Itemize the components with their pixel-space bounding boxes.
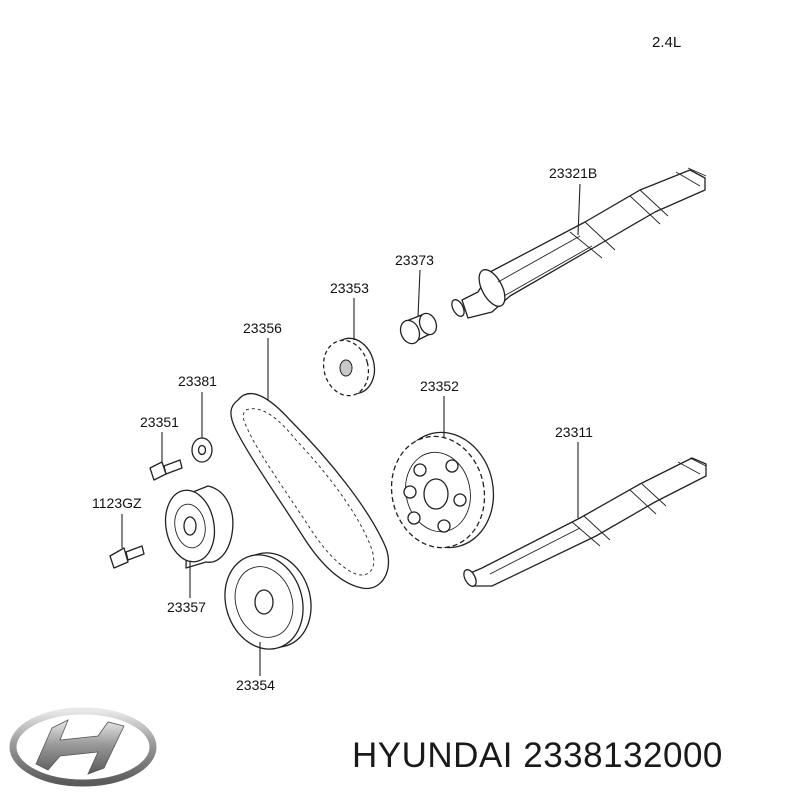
engine-variant-label: 2.4L: [652, 34, 682, 51]
label-23351: 23351: [140, 414, 179, 430]
label-23354: 23354: [236, 677, 275, 693]
label-23352: 23352: [420, 378, 459, 394]
bush-part: [399, 312, 438, 345]
label-23356: 23356: [243, 320, 282, 336]
balance-shaft-upper: [451, 167, 707, 319]
large-sprocket: [390, 431, 495, 549]
timing-belt: [230, 392, 390, 590]
hyundai-logo-icon: [9, 707, 157, 787]
tensioner-pulley: [164, 485, 234, 569]
label-23353: 23353: [330, 280, 369, 296]
washer-part: [191, 437, 213, 463]
label-1123gz: 1123GZ: [92, 495, 142, 511]
balance-shaft-lower: [463, 457, 707, 587]
leader-lines: [121, 183, 581, 676]
bolt-23351: [149, 459, 183, 481]
pulley-disc: [224, 552, 312, 650]
brand-part-caption: HYUNDAI 2338132000: [352, 736, 723, 775]
label-23381: 23381: [178, 373, 217, 389]
label-23373: 23373: [395, 252, 434, 268]
part-labels: 23321B 23373 23353 23356 23381 23352 233…: [92, 165, 597, 693]
label-23357: 23357: [167, 599, 206, 615]
label-23321b: 23321B: [549, 165, 597, 181]
bolt-1123gz: [109, 545, 145, 569]
label-23311: 23311: [555, 424, 593, 440]
small-sprocket: [322, 337, 376, 397]
